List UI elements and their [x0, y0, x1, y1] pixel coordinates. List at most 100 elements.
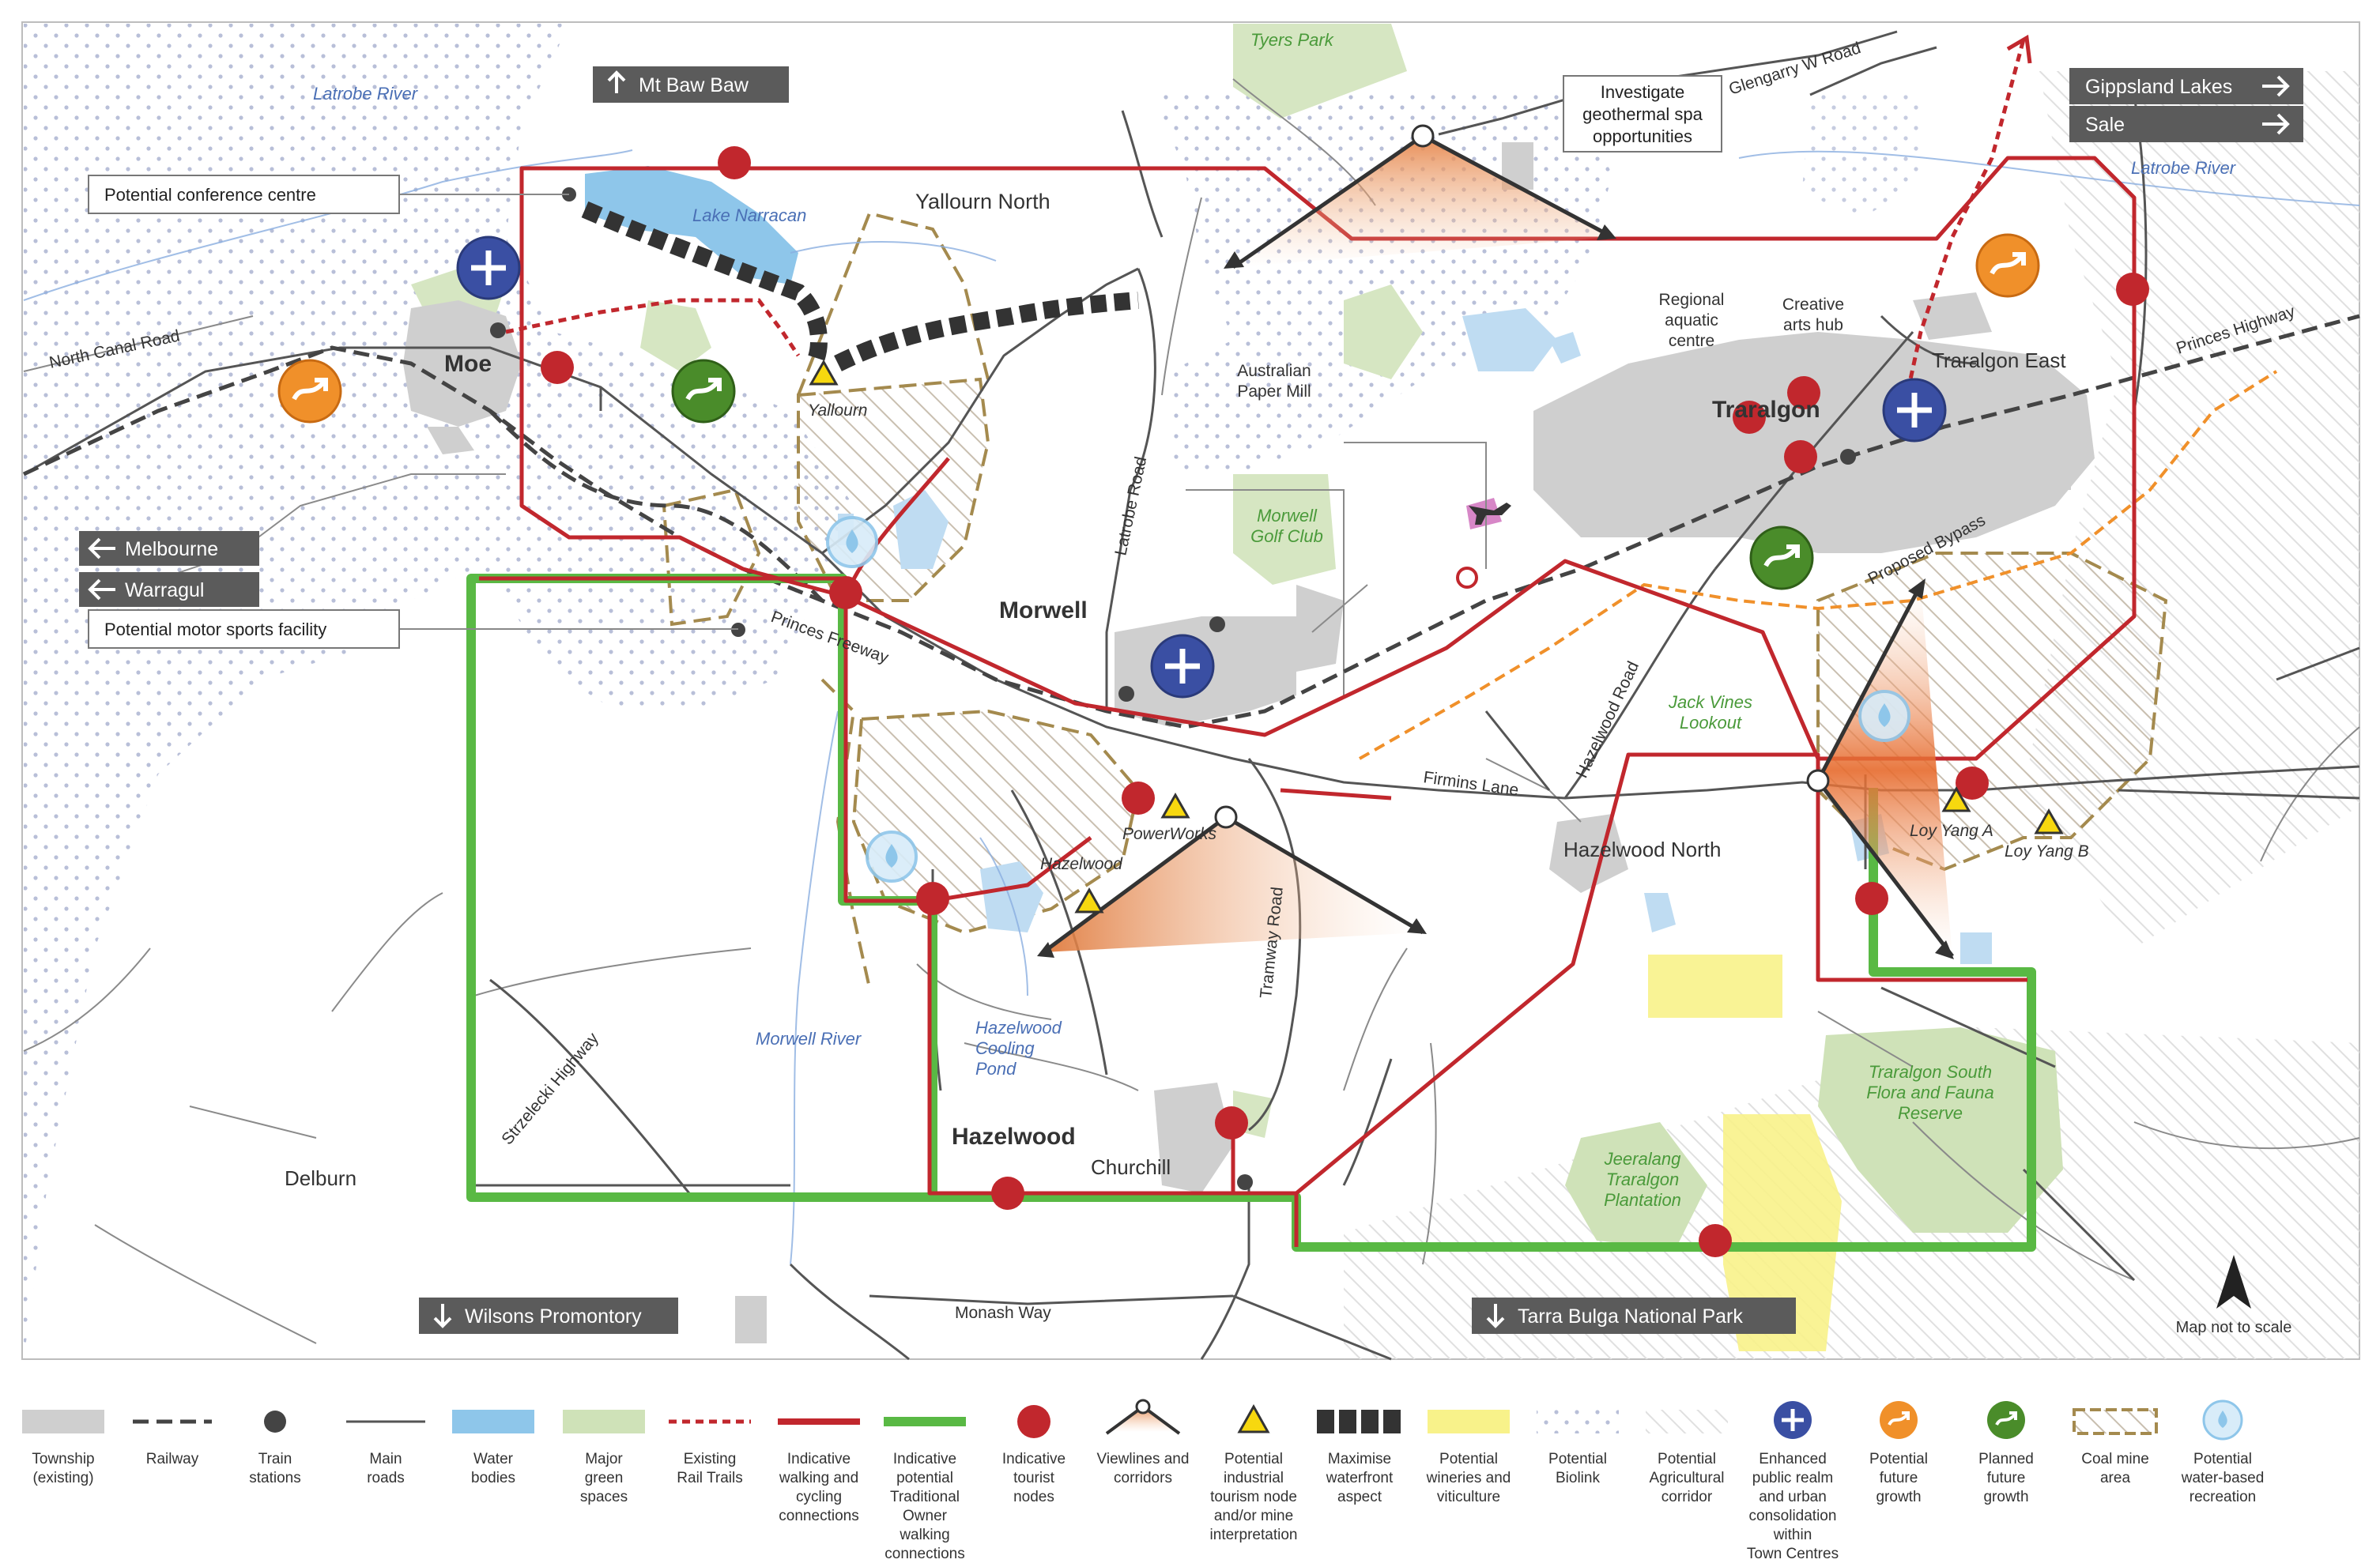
svg-text:geothermal spa: geothermal spa: [1582, 104, 1703, 124]
svg-text:Investigate: Investigate: [1601, 82, 1684, 102]
rail-trail-arrow: [2006, 34, 2032, 64]
svg-text:spaces: spaces: [580, 1489, 628, 1505]
viewlines: [1037, 124, 1954, 959]
svg-text:Agricultural: Agricultural: [1649, 1470, 1724, 1486]
svg-text:Jeeralang: Jeeralang: [1604, 1149, 1681, 1169]
green-spaces: [411, 24, 2063, 1249]
svg-text:Yallourn: Yallourn: [808, 401, 868, 420]
svg-text:cycling: cycling: [796, 1489, 842, 1505]
direction-box-melbourne[interactable]: Melbourne: [79, 531, 259, 566]
direction-box-sale[interactable]: Sale: [2069, 106, 2303, 142]
svg-text:Potential: Potential: [1548, 1451, 1607, 1467]
svg-text:potential: potential: [896, 1470, 953, 1486]
svg-text:Biolink: Biolink: [1556, 1470, 1600, 1486]
svg-text:(existing): (existing): [32, 1470, 93, 1486]
svg-text:waterfront: waterfront: [1326, 1470, 1394, 1486]
svg-text:Potential conference centre: Potential conference centre: [104, 185, 316, 205]
svg-text:growth: growth: [1983, 1489, 2028, 1505]
legend-plus-circle-icon: [1774, 1401, 1812, 1439]
arrow-up-icon: [607, 70, 626, 93]
direction-box-gippsland-lakes[interactable]: Gippsland Lakes: [2069, 68, 2303, 104]
svg-text:connections: connections: [884, 1546, 964, 1562]
train-stations: [490, 187, 1856, 1190]
svg-text:Traralgon East: Traralgon East: [1932, 348, 2066, 372]
svg-text:Jack Vines: Jack Vines: [1668, 692, 1752, 712]
rail-trail: [505, 39, 2026, 405]
svg-text:centre: centre: [1669, 332, 1714, 350]
svg-text:and urban: and urban: [1759, 1489, 1827, 1505]
industrial-triangles: [809, 359, 2064, 913]
svg-text:Mt Baw Baw: Mt Baw Baw: [639, 74, 749, 96]
legend-industrial-triangle-icon: [1237, 1403, 1270, 1433]
legend-green-space-swatch: [563, 1410, 645, 1433]
direction-box-mt-baw-baw[interactable]: Mt Baw Baw: [593, 66, 789, 103]
place-labels: Yallourn Australian Paper Mill Regional …: [808, 291, 2089, 873]
svg-text:Pond: Pond: [975, 1059, 1016, 1079]
svg-text:Major: Major: [585, 1451, 623, 1467]
svg-text:future: future: [1880, 1470, 1918, 1486]
svg-text:Indicative: Indicative: [1002, 1451, 1066, 1467]
svg-text:water-based: water-based: [2181, 1470, 2265, 1486]
town-labels: Moe Morwell Traralgon Hazelwood Yallourn…: [285, 190, 2066, 1190]
svg-text:nodes: nodes: [1013, 1489, 1054, 1505]
direction-box-wilsons-prom[interactable]: Wilsons Promontory: [419, 1298, 678, 1334]
legend: [22, 1399, 2243, 1441]
svg-text:walking and: walking and: [779, 1470, 858, 1486]
svg-text:roads: roads: [367, 1470, 405, 1486]
callout-conference: Potential conference centre: [88, 175, 400, 214]
callout-motor-sports: Potential motor sports facility: [88, 609, 400, 649]
legend-water-swatch: [452, 1410, 534, 1433]
svg-text:corridor: corridor: [1661, 1489, 1713, 1505]
legend-winery-swatch: [1428, 1410, 1510, 1433]
svg-text:Plantation: Plantation: [1604, 1190, 1681, 1210]
proposed-bypass: [1359, 370, 2278, 760]
arrow-right-icon: [2262, 113, 2290, 135]
svg-text:Monash Way: Monash Way: [955, 1304, 1051, 1322]
svg-text:Gippsland Lakes: Gippsland Lakes: [2085, 76, 2232, 98]
svg-text:bodies: bodies: [471, 1470, 515, 1486]
main-roads: [23, 30, 2360, 1361]
svg-text:Railway: Railway: [146, 1451, 199, 1467]
svg-text:consolidation: consolidation: [1749, 1508, 1837, 1524]
callout-geothermal: Investigate geothermal spa opportunities: [1563, 75, 1722, 153]
water-labels: Latrobe River Latrobe River Lake Narraca…: [313, 84, 2237, 1079]
svg-text:and/or mine: and/or mine: [1214, 1508, 1293, 1524]
svg-text:Flora and Fauna: Flora and Fauna: [1866, 1083, 1993, 1102]
svg-text:Reserve: Reserve: [1898, 1103, 1963, 1123]
svg-text:public realm: public realm: [1752, 1470, 1833, 1486]
svg-text:Indicative: Indicative: [787, 1451, 851, 1467]
svg-text:Traralgon: Traralgon: [1712, 397, 1820, 423]
legend-township-swatch: [22, 1410, 104, 1433]
svg-text:wineries and: wineries and: [1426, 1470, 1511, 1486]
svg-text:Lookout: Lookout: [1680, 713, 1742, 733]
svg-text:Yallourn North: Yallourn North: [915, 190, 1050, 213]
svg-text:Coal mine: Coal mine: [2081, 1451, 2149, 1467]
svg-text:Golf Club: Golf Club: [1250, 526, 1323, 546]
legend-water-recreation-icon: [2202, 1399, 2243, 1441]
svg-text:Regional: Regional: [1659, 291, 1725, 309]
svg-text:Main: Main: [369, 1451, 402, 1467]
svg-text:Churchill: Churchill: [1091, 1155, 1171, 1179]
svg-text:within: within: [1773, 1527, 1812, 1543]
legend-planned-growth-icon: [1987, 1401, 2025, 1439]
arrow-down-icon: [1486, 1304, 1505, 1328]
direction-box-tarra-bulga[interactable]: Tarra Bulga National Park: [1472, 1298, 1796, 1334]
arrow-right-icon: [2262, 75, 2290, 97]
plus-circle-icons: [456, 235, 1947, 699]
svg-text:Hazelwood North: Hazelwood North: [1563, 838, 1721, 861]
svg-text:aspect: aspect: [1337, 1489, 1382, 1505]
planned-growth-icons: [671, 359, 1814, 590]
svg-text:area: area: [2100, 1470, 2130, 1486]
svg-text:Traralgon South: Traralgon South: [1869, 1062, 1992, 1082]
svg-text:Township: Township: [32, 1451, 94, 1467]
direction-box-warragul[interactable]: Warragul: [79, 572, 259, 607]
svg-text:Map not to scale: Map not to scale: [2176, 1319, 2292, 1336]
svg-text:Town Centres: Town Centres: [1747, 1546, 1839, 1562]
svg-text:growth: growth: [1876, 1489, 1921, 1505]
svg-text:Potential: Potential: [1439, 1451, 1498, 1467]
arrow-left-icon: [88, 537, 115, 559]
svg-text:Traralgon: Traralgon: [1606, 1170, 1680, 1189]
legend-agricultural-swatch: [1646, 1410, 1728, 1433]
svg-text:aquatic: aquatic: [1665, 311, 1718, 330]
green-labels: Tyers Park Morwell Golf Club Jack Vines …: [1250, 30, 1994, 1210]
